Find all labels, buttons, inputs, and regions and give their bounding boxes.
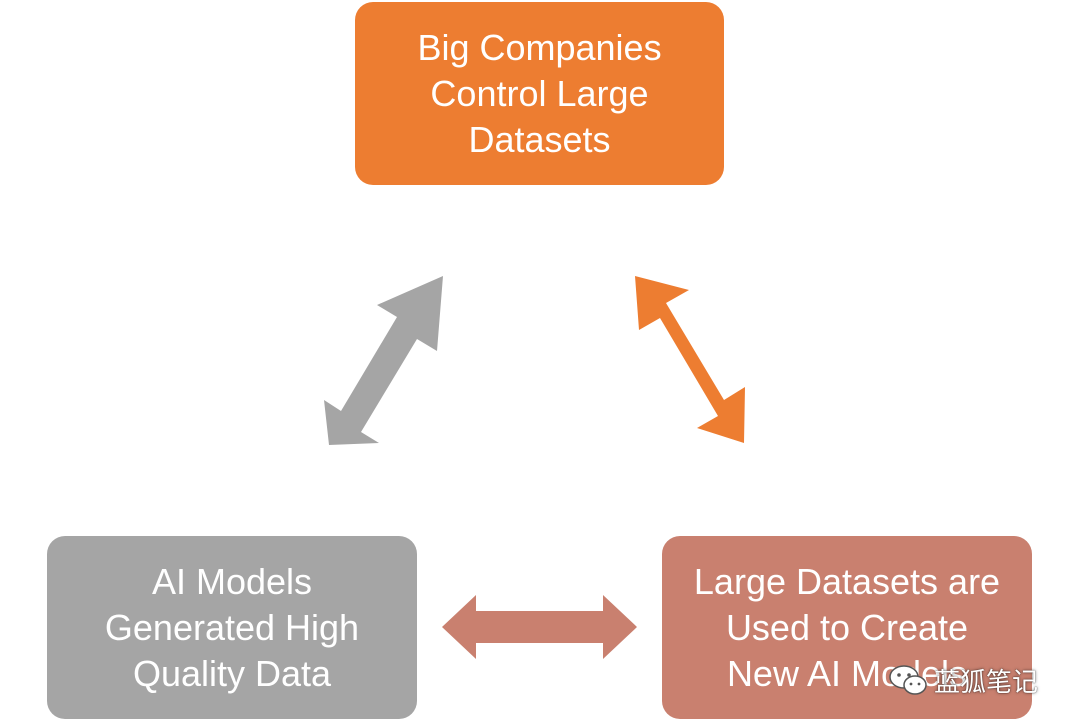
wechat-icon [889,665,927,695]
watermark-text: 蓝狐笔记 [934,667,1039,698]
node-large-datasets: Large Datasets are Used to Create New AI… [662,536,1032,719]
node-text-line: AI Models [151,560,313,602]
node-text-line: Big Companies [417,26,662,68]
node-big-companies: Big Companies Control Large Datasets [355,2,724,185]
watermark: 蓝狐笔记 [888,660,1038,700]
arrow-top-right [635,276,745,443]
node-text-line: New AI Models [726,652,968,694]
arrow-top-left [324,276,443,445]
node-text-line: Datasets [468,118,611,160]
node-text-line: Control Large [430,72,649,114]
node-ai-models: AI Models Generated High Quality Data [47,536,417,719]
node-text-line: Used to Create [725,606,969,648]
node-text-line: Generated High [104,606,360,648]
node-text-line: Large Datasets are [693,560,1001,602]
arrow-left-right [442,595,637,659]
node-text-line: Quality Data [132,652,332,694]
